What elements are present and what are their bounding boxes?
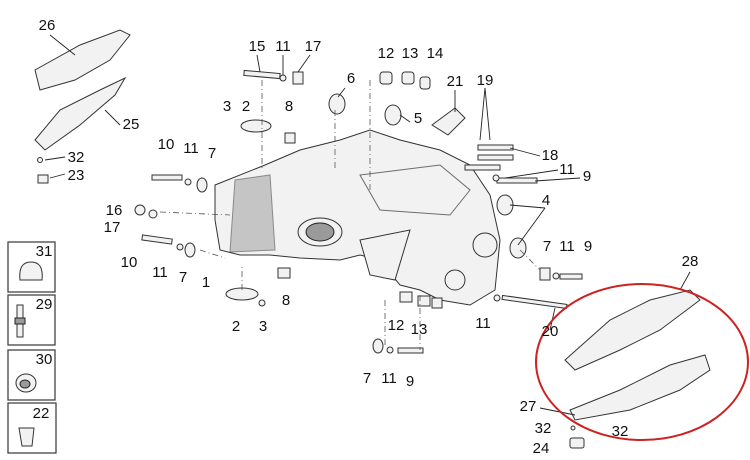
callout-15: 15 bbox=[249, 38, 266, 55]
callout-24: 24 bbox=[533, 440, 550, 457]
callout-11: 11 bbox=[381, 370, 397, 387]
callout-12: 12 bbox=[388, 317, 405, 334]
callout-26: 26 bbox=[39, 17, 56, 34]
callout-27: 27 bbox=[520, 398, 537, 415]
callout-18: 18 bbox=[542, 147, 559, 164]
leader-lines bbox=[44, 34, 691, 416]
callout-6: 6 bbox=[347, 70, 355, 87]
callout-21: 21 bbox=[447, 73, 464, 90]
callout-32: 32 bbox=[535, 420, 552, 437]
callout-29: 29 bbox=[36, 296, 53, 313]
callout-8: 8 bbox=[282, 292, 290, 309]
callout-31: 31 bbox=[36, 243, 53, 260]
main-frame bbox=[214, 129, 501, 306]
callout-9: 9 bbox=[406, 373, 414, 390]
callout-28: 28 bbox=[682, 253, 699, 270]
callout-11: 11 bbox=[152, 264, 168, 281]
callout-5: 5 bbox=[414, 110, 422, 127]
callout-22: 22 bbox=[33, 405, 50, 422]
callout-32: 32 bbox=[612, 423, 629, 440]
callout-12: 12 bbox=[378, 45, 395, 62]
side-cover-27 bbox=[569, 354, 711, 421]
callout-17: 17 bbox=[104, 219, 121, 236]
callout-16: 16 bbox=[106, 202, 123, 219]
callout-14: 14 bbox=[427, 45, 444, 62]
callout-23: 23 bbox=[68, 167, 85, 184]
callout-9: 9 bbox=[583, 168, 591, 185]
hardware-parts bbox=[37, 69, 585, 449]
callout-labels: 26 25 32 23 15 11 17 12 13 14 6 21 19 3 … bbox=[33, 17, 699, 457]
callout-20: 20 bbox=[542, 323, 559, 340]
callout-30: 30 bbox=[36, 351, 53, 368]
callout-13: 13 bbox=[402, 45, 419, 62]
callout-13: 13 bbox=[411, 321, 428, 338]
callout-7: 7 bbox=[208, 145, 216, 162]
callout-7: 7 bbox=[363, 370, 371, 387]
callout-17: 17 bbox=[305, 38, 322, 55]
callout-7: 7 bbox=[179, 269, 187, 286]
callout-3: 3 bbox=[259, 318, 267, 335]
callout-10: 10 bbox=[121, 254, 138, 271]
side-cover-28 bbox=[564, 289, 701, 371]
callout-3: 3 bbox=[223, 98, 231, 115]
callout-11: 11 bbox=[275, 38, 291, 55]
callout-9: 9 bbox=[584, 238, 592, 255]
callout-11: 11 bbox=[559, 161, 575, 178]
highlight-ellipse bbox=[535, 283, 749, 441]
callout-1: 1 bbox=[202, 274, 210, 291]
callout-19: 19 bbox=[477, 72, 494, 89]
callout-32: 32 bbox=[68, 149, 85, 166]
callout-11: 11 bbox=[183, 140, 199, 157]
callout-8: 8 bbox=[285, 98, 293, 115]
alignment-lines bbox=[159, 80, 541, 350]
side-cover-25 bbox=[34, 76, 127, 151]
callout-11: 11 bbox=[559, 238, 575, 255]
callout-4: 4 bbox=[542, 192, 550, 209]
callout-7: 7 bbox=[543, 238, 551, 255]
callout-25: 25 bbox=[123, 116, 140, 133]
callout-11: 11 bbox=[475, 315, 491, 332]
side-cover-26 bbox=[34, 29, 131, 91]
callout-10: 10 bbox=[158, 136, 175, 153]
inset-boxes bbox=[7, 241, 57, 454]
callout-2: 2 bbox=[232, 318, 240, 335]
callout-2: 2 bbox=[242, 98, 250, 115]
